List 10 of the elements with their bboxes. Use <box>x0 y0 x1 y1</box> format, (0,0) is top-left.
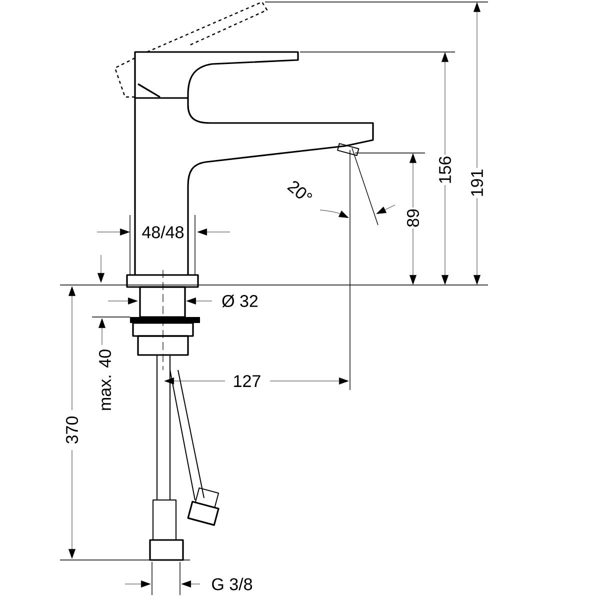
dimension-label: 48/48 <box>140 224 186 240</box>
dimension-label: 156 <box>438 154 452 186</box>
dimension-label: G 3/8 <box>210 576 254 592</box>
dimension-label: 127 <box>232 374 262 388</box>
dimension-label: max. 40 <box>98 348 112 412</box>
dimension-label: 370 <box>64 414 80 446</box>
dimension-label: 20° <box>284 178 316 206</box>
dimension-label: Ø 32 <box>220 294 260 308</box>
dimension-label: 191 <box>470 168 484 198</box>
dimension-label: 89 <box>406 208 420 228</box>
